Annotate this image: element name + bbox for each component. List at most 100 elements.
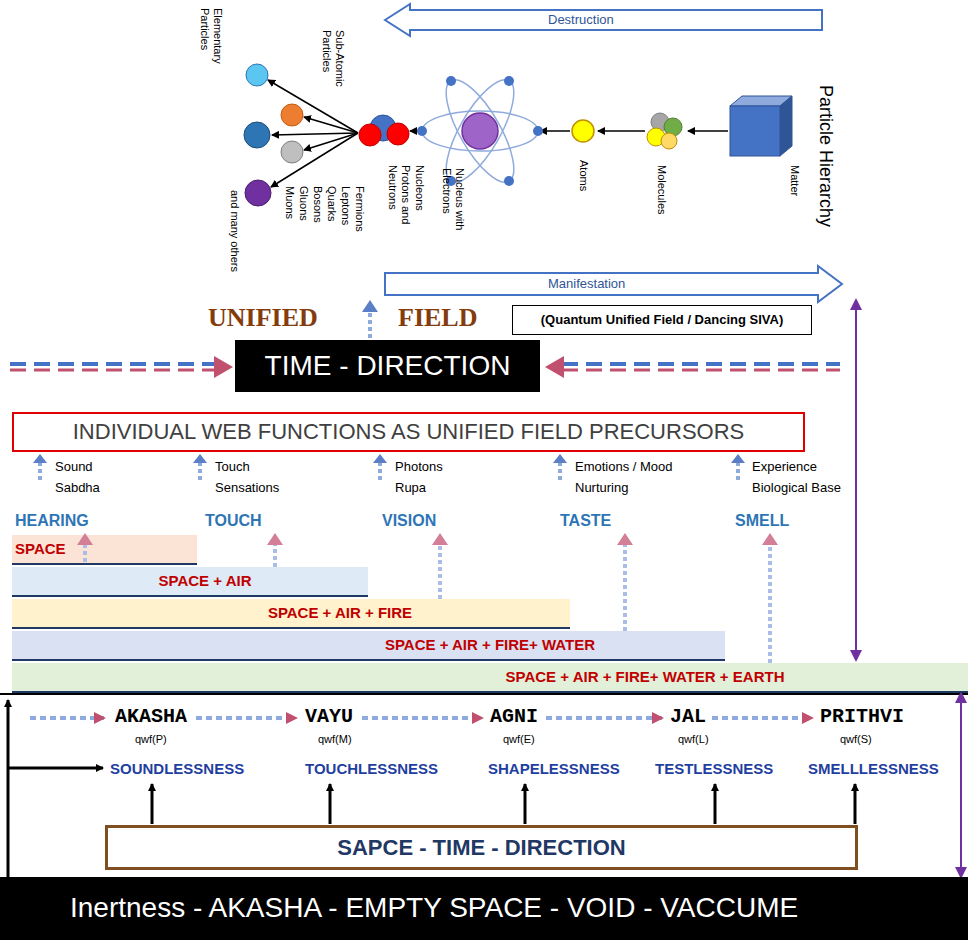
precursor-arrow	[553, 454, 567, 463]
unified-arrow	[368, 310, 372, 338]
note-box: (Quantum Unified Field / Dancing SIVA)	[512, 305, 812, 335]
time-arrow	[562, 362, 840, 366]
absence-label: SHAPELESSNESS	[488, 760, 620, 778]
node-text: SAPCE - TIME - DIRECTION	[337, 835, 625, 860]
element-band: SPACE + AIR + FIRE+ WATER	[12, 631, 725, 661]
precursor-arrow	[731, 454, 745, 463]
black-arrow	[854, 784, 857, 824]
heading-box: INDIVIDUAL WEB FUNCTIONS AS UNIFIED FIEL…	[12, 412, 805, 452]
molecule	[661, 133, 677, 149]
matter-cube	[730, 96, 792, 156]
function-label: qwf(M)	[318, 733, 352, 746]
element-band: SPACE + AIR + FIRE+ WATER + EARTH	[12, 663, 968, 693]
atom	[572, 120, 594, 142]
node-text: SPACE + AIR	[159, 572, 252, 589]
precursor-arrow	[33, 454, 745, 480]
band-arrow	[83, 544, 87, 562]
hollow-arrow	[385, 4, 822, 36]
node-text: TIME - DIRECTION	[265, 350, 511, 382]
base-line	[0, 693, 968, 695]
particle-label: Leptons	[339, 186, 352, 225]
precursor-arrow	[378, 462, 382, 480]
time-arrow	[10, 362, 216, 366]
sense-note: Biological Base	[752, 480, 841, 496]
sense-label: HEARING	[15, 511, 89, 530]
function-label: qwf(S)	[840, 733, 872, 746]
absence-label: TOUCHLESSNESS	[305, 760, 438, 778]
black-arrow	[329, 784, 332, 824]
black-arrow	[7, 700, 10, 878]
base-box: SAPCE - TIME - DIRECTION	[105, 825, 858, 870]
element-arrow	[712, 716, 812, 720]
sense-note: Experience	[752, 459, 817, 475]
time-arrow	[562, 369, 840, 372]
title-bar: TIME - DIRECTION	[235, 340, 540, 392]
particle-label: Fermions	[353, 186, 366, 232]
absence-label: TESTLESSNESS	[655, 760, 773, 778]
black-arrow	[524, 784, 527, 824]
band-arrow	[762, 533, 778, 545]
sense-label: TOUCH	[205, 511, 262, 530]
nucleons	[387, 123, 409, 145]
element-band: SPACE + AIR + FIRE	[12, 599, 570, 629]
band-arrow	[77, 533, 778, 663]
particle-label: Gluons	[297, 186, 310, 221]
particle-arrow	[268, 80, 358, 133]
band-arrow	[267, 533, 283, 545]
function-label: qwf(L)	[678, 733, 709, 746]
elementary-particle	[244, 64, 303, 206]
elementary-particle	[245, 180, 271, 206]
element-band: SPACE + AIR	[12, 567, 368, 597]
time-arrow	[545, 356, 564, 378]
band-arrow	[617, 533, 633, 545]
band-arrow	[623, 544, 627, 631]
function-label: qwf(P)	[135, 733, 167, 746]
atom	[533, 126, 543, 136]
sense-label: TASTE	[560, 511, 611, 530]
arrow-label: Destruction	[548, 12, 614, 28]
black-arrow	[151, 784, 154, 824]
matter-cube	[780, 96, 792, 156]
base-line	[0, 693, 968, 695]
time-arrow	[10, 369, 216, 372]
field-label: UNIFIED	[208, 302, 318, 333]
sense-note: Photons	[395, 459, 443, 475]
nucleons	[359, 115, 409, 146]
particle-arrow	[688, 130, 728, 132]
black-arrow	[8, 767, 103, 770]
particle-label: Atoms	[577, 160, 590, 191]
atom	[504, 76, 514, 86]
particle-arrow	[272, 133, 358, 135]
sense-note: Sensations	[215, 480, 279, 496]
particle-label: Protons and Neutrons	[387, 165, 412, 235]
atom	[417, 126, 427, 136]
particle-arrow	[410, 130, 418, 132]
hollow-arrow	[385, 4, 842, 302]
elementary-particle	[246, 64, 268, 86]
particle-label: Sub-Atomic Particles	[321, 30, 346, 92]
band-arrow	[432, 533, 448, 545]
sense-label: VISION	[382, 511, 436, 530]
particle-label: Bosons	[311, 186, 324, 223]
elementary-particle	[281, 104, 303, 126]
nucleons	[359, 124, 381, 146]
matter-cube	[730, 106, 780, 156]
element-arrow	[362, 716, 482, 720]
atom	[446, 76, 456, 86]
node-text: INDIVIDUAL WEB FUNCTIONS AS UNIFIED FIEL…	[73, 419, 745, 444]
particle-arrow	[304, 133, 358, 150]
precursor-arrow	[736, 462, 740, 480]
connector-arrow	[960, 693, 962, 877]
particle-label: Muons	[283, 186, 296, 219]
band-arrow	[768, 544, 772, 663]
element-arrow	[546, 716, 662, 720]
sense-note: Sound	[55, 459, 93, 475]
hollow-arrow	[385, 266, 842, 302]
sense-note: Sabdha	[55, 480, 100, 496]
precursor-arrow	[558, 462, 562, 480]
precursor-arrow	[198, 462, 202, 480]
unified-arrow	[362, 300, 378, 312]
particle-label: Matter	[788, 165, 801, 196]
element-name: PRITHVI	[820, 705, 904, 729]
node-text: (Quantum Unified Field / Dancing SIVA)	[541, 313, 783, 328]
